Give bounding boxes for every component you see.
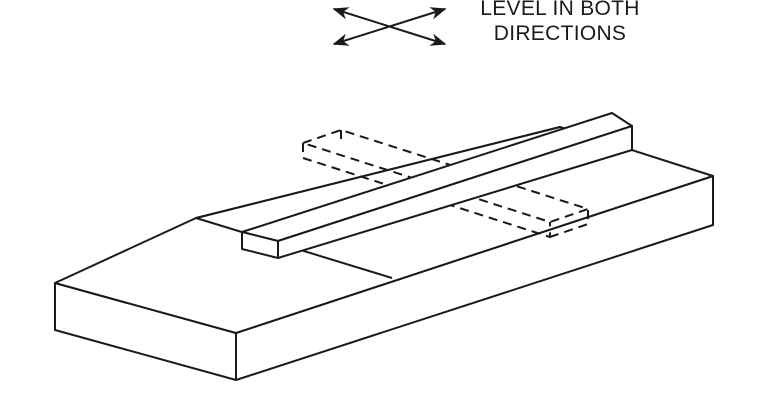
base-slab — [54, 126, 714, 381]
arrow-diagonal-b — [332, 7, 447, 46]
dashed-end-face — [549, 209, 589, 238]
label-line-1: LEVEL IN BOTH — [480, 0, 640, 20]
solid-straightedge — [241, 112, 633, 259]
level-instruction-label: LEVEL IN BOTH DIRECTIONS — [440, 0, 680, 46]
label-line-2: DIRECTIONS — [493, 22, 627, 45]
slab-bevel-crease — [195, 126, 561, 219]
straightedge-end-face — [241, 231, 279, 259]
dashed-front-edge — [302, 143, 551, 238]
crossed-arrows-icon — [332, 7, 447, 46]
slab-top-surface — [54, 126, 714, 334]
